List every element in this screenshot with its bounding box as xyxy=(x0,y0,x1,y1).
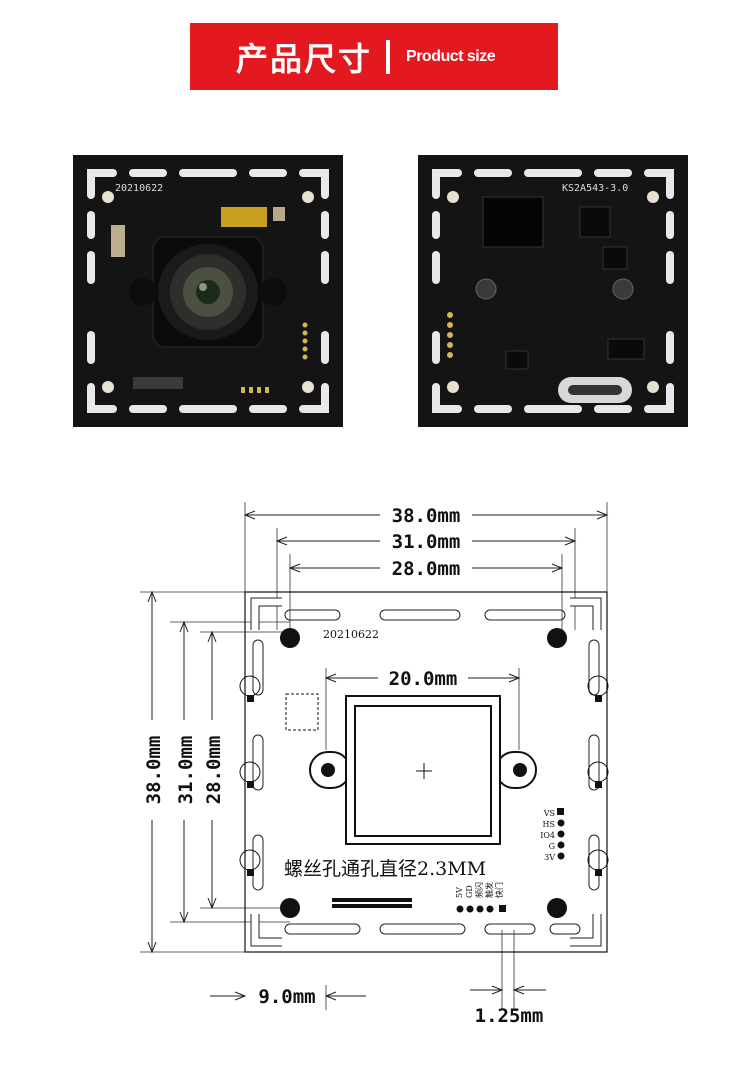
dim-pitch: 1.25mm xyxy=(475,1005,544,1027)
dim-left-inner: 28.0mm xyxy=(203,736,225,805)
back-model-label: KS2A543-3.0 xyxy=(562,183,628,194)
svg-text:GD: GD xyxy=(465,885,474,898)
board-slots xyxy=(250,597,602,947)
banner-title-zh: 产品尺寸 xyxy=(236,39,373,78)
svg-text:VS: VS xyxy=(543,809,555,818)
svg-text:IO4: IO4 xyxy=(540,831,555,840)
dim-top-outer: 38.0mm xyxy=(392,505,461,527)
banner-title-en: Product size xyxy=(406,47,496,65)
dimension-drawing: 38.0mm 31.0mm 28.0mm 38.0mm 31.0mm 28.0m… xyxy=(110,490,640,1050)
dim-top-mid: 31.0mm xyxy=(392,531,461,553)
dim-offset: 9.0mm xyxy=(258,986,315,1008)
banner-divider xyxy=(386,39,391,74)
dim-left-mid: 31.0mm xyxy=(175,736,197,805)
dashed-component xyxy=(285,693,319,731)
drawing-date-code: 20210622 xyxy=(323,628,379,641)
dim-left-outer: 38.0mm xyxy=(143,736,165,805)
svg-text:频闪: 频闪 xyxy=(474,882,484,898)
section-banner: 产品尺寸 Product size xyxy=(190,23,558,90)
svg-text:快门: 快门 xyxy=(494,882,504,898)
lens-holder xyxy=(309,695,537,845)
dim-top-inner: 28.0mm xyxy=(392,558,461,580)
svg-text:3V: 3V xyxy=(544,853,555,862)
right-pin-header: VS HS IO4 G 3V xyxy=(540,808,565,862)
svg-text:触发: 触发 xyxy=(484,882,494,898)
svg-text:HS: HS xyxy=(543,820,555,829)
bottom-pin-header: 5V GD 频闪 触发 快门 xyxy=(455,882,506,913)
board-outline xyxy=(244,591,608,953)
module-back-photo: KS2A543-3.0 xyxy=(418,155,688,427)
front-date-code: 20210622 xyxy=(115,183,163,194)
screw-hole-note: 螺丝孔通孔直径2.3MM xyxy=(284,858,486,880)
svg-text:G: G xyxy=(549,842,555,851)
bottom-connector xyxy=(332,898,412,908)
dim-lens-mount: 20.0mm xyxy=(389,668,458,690)
mounting-holes xyxy=(280,628,567,918)
module-front-photo: 20210622 xyxy=(73,155,343,427)
svg-text:5V: 5V xyxy=(455,887,464,898)
